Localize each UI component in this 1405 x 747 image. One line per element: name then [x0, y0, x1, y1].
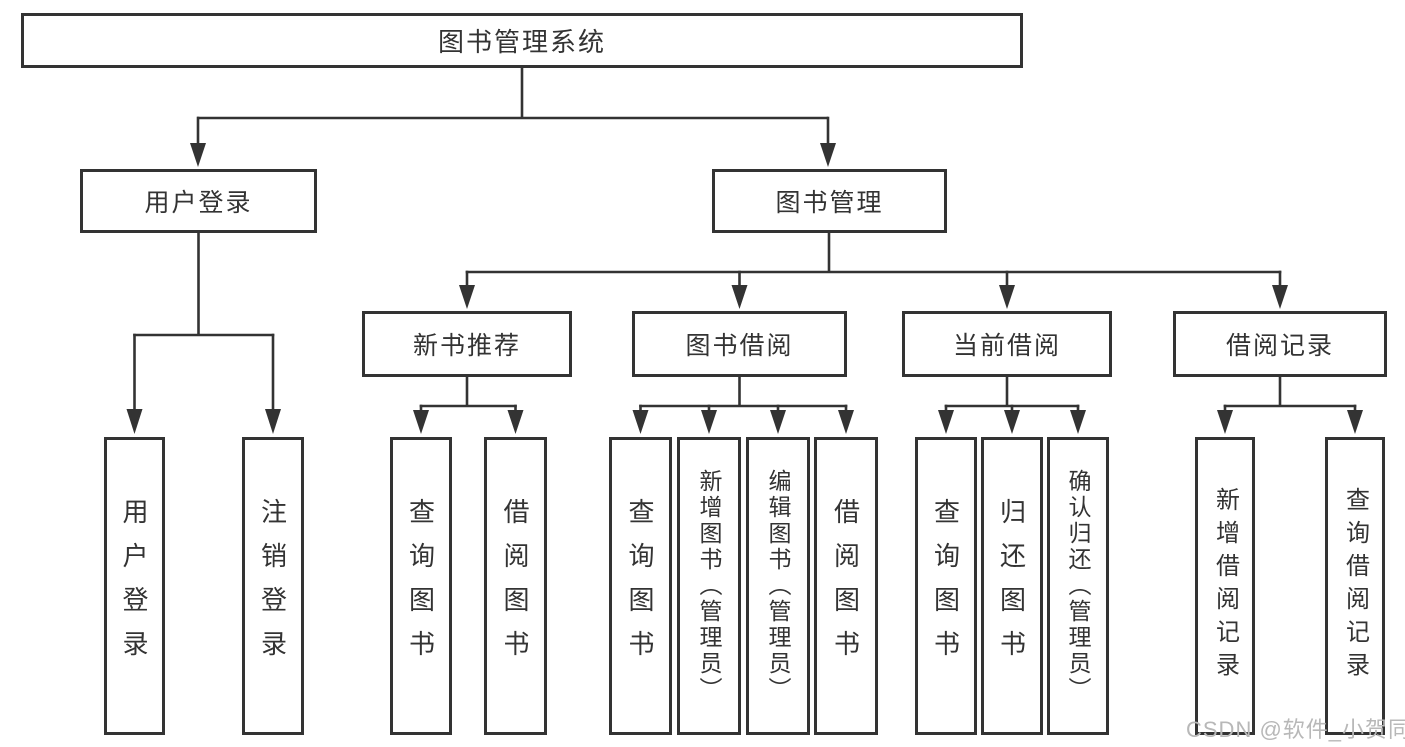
leaf-query-books-current: 查询图书: [915, 437, 977, 735]
leaf-borrow-books: 借阅图书: [814, 437, 878, 735]
node-new-book-recommend: 新书推荐: [362, 311, 572, 377]
node-label: 用户登录: [144, 189, 253, 217]
node-label: 图书管理: [775, 189, 884, 217]
node-label: 查询图书: [930, 498, 961, 674]
leaf-return-books: 归还图书: [981, 437, 1043, 735]
node-label: 归还图书: [996, 498, 1027, 674]
leaf-user-login: 用户登录: [104, 437, 165, 735]
node-label: 借阅图书: [830, 498, 861, 674]
node-library-management-system: 图书管理系统: [21, 13, 1023, 68]
node-label: 注销登录: [257, 498, 288, 674]
node-label: 新书推荐: [412, 332, 521, 360]
node-book-management: 图书管理: [712, 169, 947, 233]
node-label: 确认归还（管理员）: [1065, 469, 1091, 703]
leaf-query-books-borrow: 查询图书: [609, 437, 672, 735]
leaf-add-borrow-record: 新增借阅记录: [1195, 437, 1255, 735]
leaf-query-books-recommend: 查询图书: [390, 437, 452, 735]
node-label: 图书管理系统: [437, 27, 606, 57]
node-label: 编辑图书（管理员）: [765, 469, 791, 703]
node-label: 查询借阅记录: [1341, 487, 1369, 685]
node-label: 新增图书（管理员）: [696, 469, 722, 703]
node-label: 查询图书: [625, 498, 655, 674]
node-current-borrow: 当前借阅: [902, 311, 1112, 377]
node-label: 新增借阅记录: [1211, 487, 1239, 685]
leaf-confirm-return-admin: 确认归还（管理员）: [1047, 437, 1109, 735]
node-book-borrow: 图书借阅: [632, 311, 847, 377]
node-label: 用户登录: [119, 498, 149, 674]
leaf-edit-books-admin: 编辑图书（管理员）: [746, 437, 810, 735]
node-label: 借阅记录: [1225, 332, 1334, 360]
csdn-watermark: CSDN @软件_小贺同学: [1186, 717, 1405, 742]
leaf-query-borrow-record: 查询借阅记录: [1325, 437, 1385, 735]
leaf-add-books-admin: 新增图书（管理员）: [677, 437, 741, 735]
node-label: 当前借阅: [952, 332, 1061, 360]
node-label: 借阅图书: [500, 498, 530, 674]
leaf-borrow-books-recommend: 借阅图书: [484, 437, 547, 735]
node-user-login: 用户登录: [80, 169, 317, 233]
node-borrow-records: 借阅记录: [1173, 311, 1387, 377]
leaf-logout: 注销登录: [242, 437, 304, 735]
node-label: 查询图书: [405, 498, 436, 674]
node-label: 图书借阅: [685, 332, 794, 360]
